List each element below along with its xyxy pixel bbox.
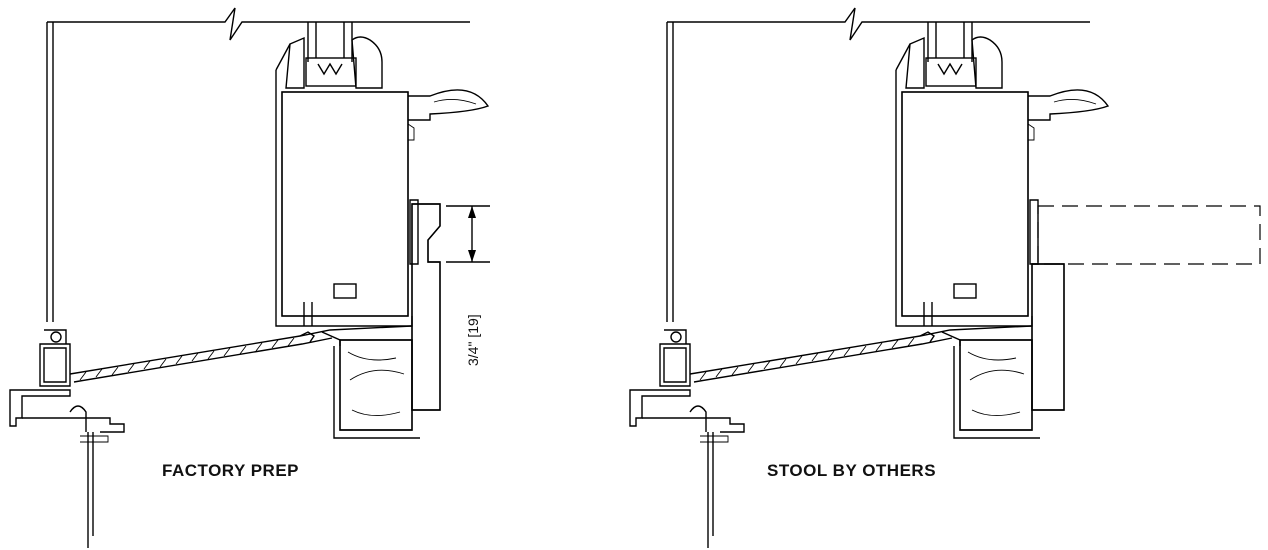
stool-outline bbox=[1037, 205, 1261, 265]
dimension-label: 3/4" [19] bbox=[465, 314, 481, 366]
caption-stool-by-others: STOOL BY OTHERS bbox=[767, 461, 936, 480]
extension-jamb bbox=[411, 203, 441, 411]
stool-by-others-detail: STOOL BY OTHERS bbox=[629, 7, 1261, 549]
jamb-board bbox=[1031, 263, 1065, 411]
caption-factory-prep: FACTORY PREP bbox=[162, 461, 299, 480]
factory-prep-detail: 3/4" [19] FACTORY PREP bbox=[9, 7, 490, 549]
dimension-marker: 3/4" [19] bbox=[446, 205, 490, 366]
